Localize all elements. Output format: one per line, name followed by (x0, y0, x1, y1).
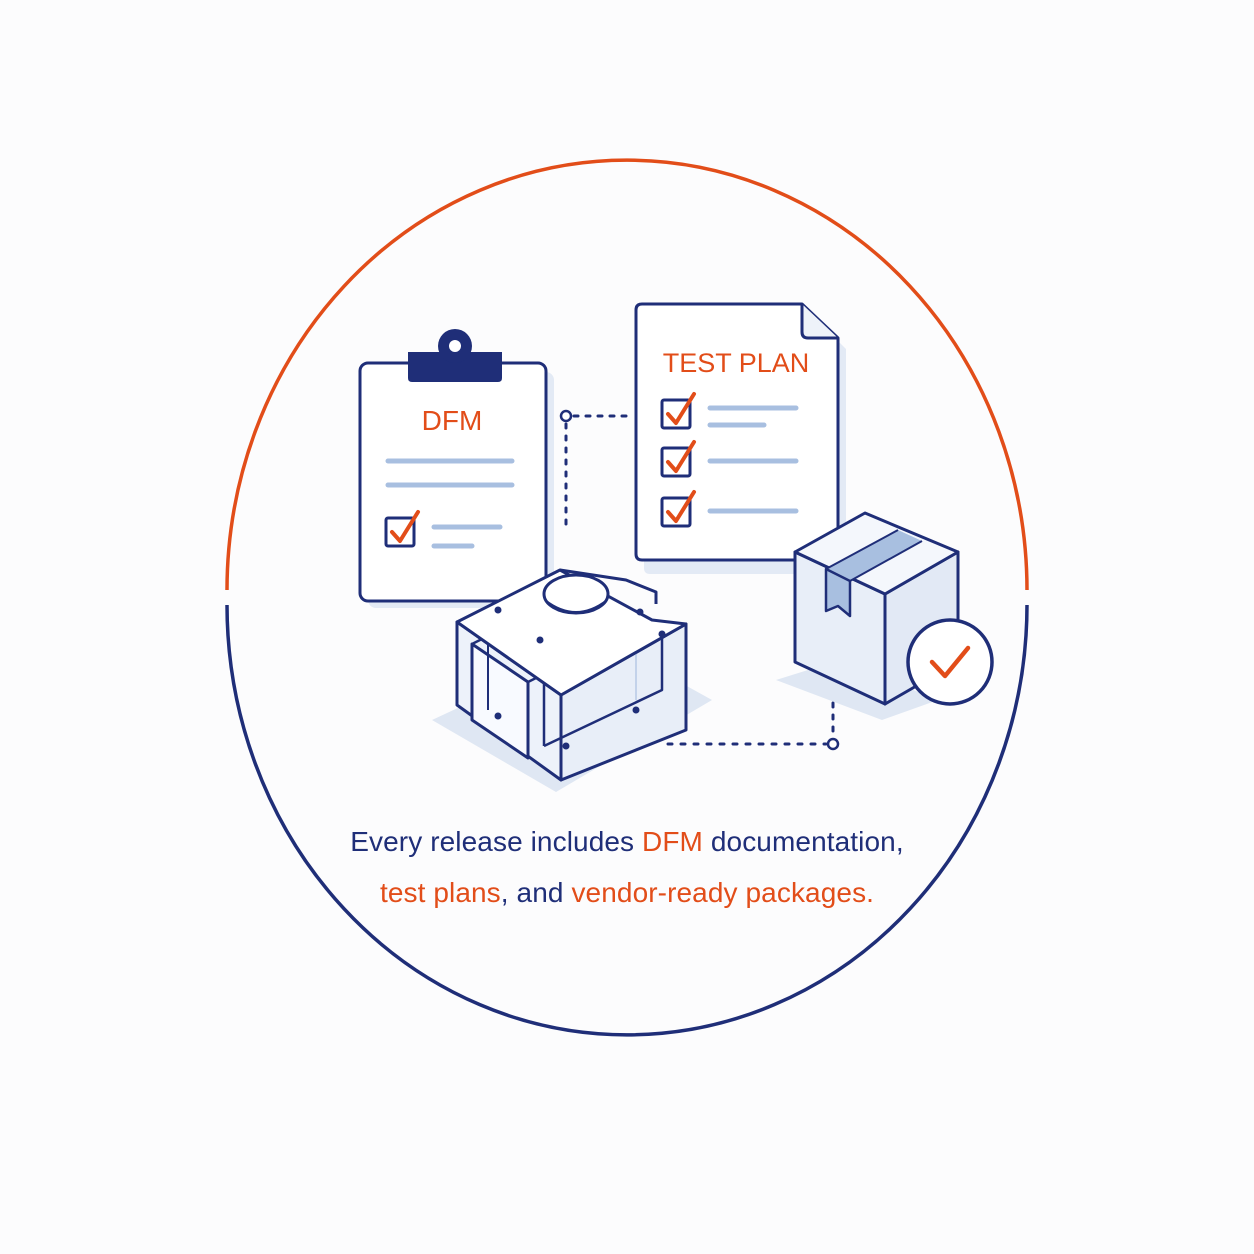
check-circle-icon (906, 618, 994, 706)
caption-line-2: test plans, and vendor-ready packages. (227, 877, 1027, 909)
test-plan-document: TEST PLAN (634, 302, 846, 574)
caption-segment-accent: test plans (379, 877, 501, 908)
package-box-icon (776, 511, 960, 720)
test-plan-checkbox-3 (660, 490, 696, 528)
circle-bottom-arc (225, 604, 1029, 1037)
circle-frame (225, 158, 1029, 1037)
caption-segment: Every release includes (350, 826, 643, 857)
test-plan-title: TEST PLAN (663, 348, 810, 378)
test-plan-checkbox-2 (660, 440, 696, 478)
caption-segment-accent: vendor-ready packages. (571, 877, 875, 908)
dfm-checkbox (384, 510, 420, 548)
caption-line-1: Every release includes DFM documentation… (227, 826, 1027, 858)
connector-part-to-package (666, 701, 840, 751)
test-plan-checkbox-1 (660, 392, 696, 430)
caption-segment: documentation, (702, 826, 904, 857)
dfm-title: DFM (422, 405, 483, 436)
document-icon (634, 302, 846, 574)
connector-dfm-to-test-plan (559, 409, 630, 532)
clipboard-icon (358, 329, 554, 608)
caption-segment: , and (500, 877, 572, 908)
machined-bracket-icon (432, 568, 712, 792)
circle-top-arc (225, 158, 1029, 591)
caption-segment-accent: DFM (642, 826, 703, 857)
dfm-clipboard: DFM (358, 329, 554, 608)
